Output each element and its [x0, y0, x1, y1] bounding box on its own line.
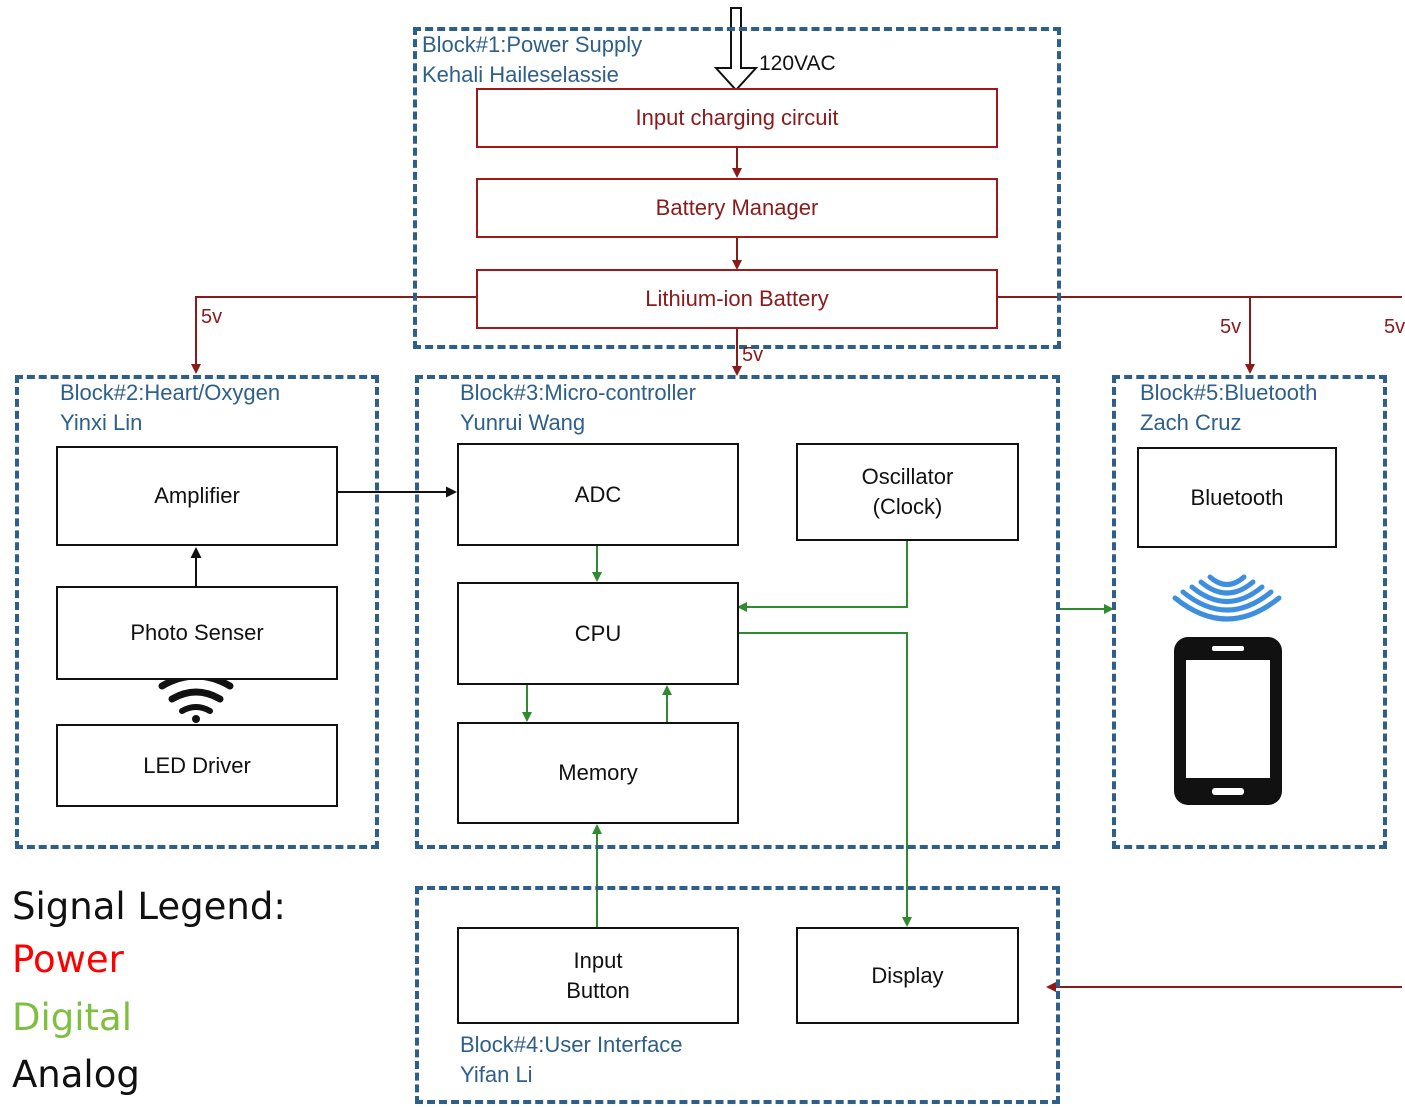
- block5-owner: Zach Cruz: [1140, 410, 1242, 435]
- cpu: CPU: [457, 582, 739, 685]
- bluetooth-module: Bluetooth: [1137, 447, 1337, 548]
- block-heart-oxygen: [15, 375, 379, 849]
- 5v-label-center: 5v: [742, 344, 764, 366]
- block-power-supply: [413, 27, 1061, 349]
- legend-power: Power: [12, 938, 124, 981]
- block5-title-text: Block#5:Bluetooth: [1140, 380, 1318, 405]
- legend-analog: Analog: [12, 1053, 140, 1096]
- digital-wires: [522, 541, 1114, 927]
- 5v-label-left: 5v: [201, 306, 223, 328]
- block-user-interface: [415, 886, 1060, 1104]
- block5-title: Block#5:Bluetooth Zach Cruz: [1140, 378, 1317, 438]
- block1-owner: Kehali Haileselassie: [422, 62, 619, 87]
- input-button-label-2: Button: [566, 977, 630, 1003]
- legend-digital: Digital: [12, 996, 132, 1039]
- block-micro-controller: [415, 375, 1060, 849]
- ac-input-arrow: [713, 7, 759, 92]
- oscillator-sublabel: (Clock): [872, 494, 943, 519]
- block-bluetooth: [1112, 375, 1387, 849]
- input-button: Input Button: [457, 927, 739, 1024]
- 5v-label-right: 5v: [1220, 316, 1242, 338]
- 5v-label-far-right: 5v: [1384, 316, 1405, 338]
- block3-title: Block#3:Micro-controller Yunrui Wang: [460, 378, 696, 438]
- block2-owner: Yinxi Lin: [60, 410, 143, 435]
- adc: ADC: [457, 443, 739, 546]
- legend-title: Signal Legend:: [12, 885, 286, 928]
- block3-title-text: Block#3:Micro-controller: [460, 380, 696, 405]
- analog-wires: [190, 486, 457, 586]
- battery-manager: Battery Manager: [476, 178, 998, 238]
- input-charging-circuit: Input charging circuit: [476, 88, 998, 148]
- block4-title-text: Block#4:User Interface: [460, 1032, 683, 1057]
- led-driver: LED Driver: [56, 724, 338, 807]
- memory: Memory: [457, 722, 739, 824]
- block4-owner: Yifan Li: [460, 1062, 533, 1087]
- block1-title: Block#1:Power Supply Kehali Haileselassi…: [422, 30, 642, 90]
- power-wires: [191, 148, 1402, 992]
- oscillator: Oscillator (Clock): [796, 443, 1019, 541]
- input-button-label-1: Input: [573, 947, 623, 973]
- display: Display: [796, 927, 1019, 1024]
- lithium-ion-battery: Lithium-ion Battery: [476, 269, 998, 329]
- photo-senser: Photo Senser: [56, 586, 338, 680]
- block3-owner: Yunrui Wang: [460, 410, 586, 435]
- block2-title-text: Block#2:Heart/Oxygen: [60, 380, 281, 405]
- block2-title: Block#2:Heart/Oxygen Yinxi Lin: [60, 378, 280, 438]
- smartphone-icon: [1174, 637, 1282, 805]
- block4-title: Block#4:User Interface Yifan Li: [460, 1030, 683, 1090]
- amplifier: Amplifier: [56, 446, 338, 546]
- bluetooth-waves-icon: [1172, 574, 1282, 622]
- block1-title-text: Block#1:Power Supply: [422, 32, 643, 57]
- oscillator-label: Oscillator: [861, 464, 954, 489]
- vac-label: 120VAC: [759, 52, 836, 75]
